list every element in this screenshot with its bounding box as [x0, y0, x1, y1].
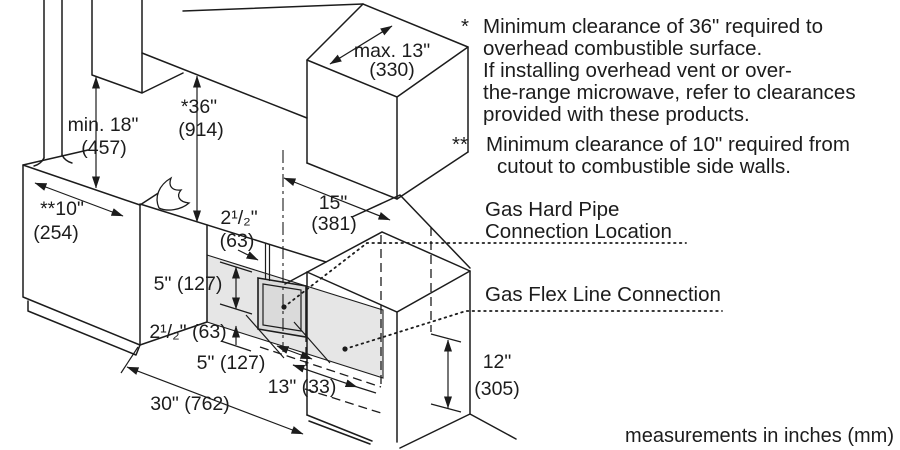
note-side-line1: Minimum clearance of 10" required from: [486, 133, 850, 156]
counter-level-line: [139, 203, 327, 263]
cabinet-outline: [22, 164, 141, 346]
label-centerline-to-pipe-mm: (63): [220, 230, 255, 252]
label-hard-pipe-line2: Connection Location: [485, 220, 672, 243]
label-connection-height-value: 12": [483, 351, 512, 373]
label-hard-pipe-line1: Gas Hard Pipe: [485, 198, 619, 221]
dim-cutout-to-side-arrow: [292, 364, 358, 388]
label-overhead-depth-value: max. 13": [354, 40, 430, 62]
label-upper-cabinet-value: min. 18": [68, 114, 139, 136]
dim-overhead-depth-arrow: [329, 25, 393, 65]
callout-labels: Gas Hard Pipe Connection Location Gas Fl…: [485, 198, 721, 306]
dim-cutout-height-ticks: [219, 261, 253, 315]
units-note: measurements in inches (mm): [625, 425, 894, 447]
dim-opening-width-arrow: [126, 366, 304, 435]
dim-connection-height-ticks: [430, 333, 462, 413]
label-upper-cabinet-mm: (457): [81, 137, 127, 159]
note-side-clearance: ** Minimum clearance of 10" required fro…: [452, 133, 850, 178]
label-side-clearance-mm: (254): [33, 222, 79, 244]
label-wall-to-cabinet-mm: (381): [311, 213, 357, 235]
dimension-arrows: [34, 25, 462, 435]
note-overhead-marker: *: [461, 15, 469, 38]
label-flex-line: Gas Flex Line Connection: [485, 283, 721, 306]
leader-hard-pipe: [281, 242, 687, 310]
label-overhead-depth-mm: (330): [369, 59, 415, 81]
counter-back-edge: [22, 149, 89, 166]
cabinet-front-edges: [91, 0, 184, 94]
label-connection-height-mm: (305): [474, 378, 520, 400]
dim-cutout-to-side-tail: [356, 386, 377, 394]
note-overhead-line4: the-range microwave, refer to clearances: [483, 81, 856, 104]
overhead-cabinet: [306, 3, 469, 200]
label-wall-to-cabinet-value: 15": [319, 192, 348, 214]
cabinet-vertical-edges: [306, 46, 469, 200]
soffit-bottom-edge: [141, 52, 308, 119]
left-wall-flue: [33, 0, 73, 167]
gas-cutout: [257, 243, 307, 338]
upper-left-cabinet: [91, 0, 184, 94]
hard-pipe-leader-line: [283, 242, 687, 308]
dim-cutout-width-arrow: [276, 345, 313, 360]
label-opening-width: 30" (762): [150, 393, 230, 415]
dim-side-clearance-arrow: [34, 182, 124, 217]
label-cutout-height: 5" (127): [154, 273, 223, 295]
dim-opening-width-witness: [120, 346, 139, 374]
toe-kick: [27, 300, 141, 356]
flex-line-leader-line: [344, 310, 723, 350]
cabinet-bottom-edges: [306, 151, 469, 200]
label-overhead-clearance-value: *36": [181, 96, 217, 118]
gas-pipe-stub: [264, 243, 271, 281]
flue-pipe-lines: [43, 0, 63, 159]
note-overhead-line2: overhead combustible surface.: [483, 37, 762, 60]
cabinet-bottom-edges: [306, 413, 517, 449]
wall-break-squiggle: [156, 176, 191, 211]
note-overhead-line5: provided with these products.: [483, 103, 750, 126]
soffit-top-edge: [182, 3, 364, 12]
dim-cutout-bottom-tick: [220, 340, 252, 352]
label-cutout-width: 5" (127): [197, 352, 266, 374]
cabinet-vertical-edges: [306, 270, 471, 443]
dimension-labels: max. 13" (330) min. 18" (457) *36" (914)…: [33, 40, 520, 415]
leader-flex-line: [342, 310, 723, 352]
overhead-soffit: [141, 3, 364, 119]
label-cutout-bottom-offset: 2¹/₂" (63): [149, 321, 226, 343]
note-overhead-line3: If installing overhead vent or over-: [483, 59, 792, 82]
right-base-cabinet: [284, 194, 517, 449]
label-cutout-to-side: 13" (33): [268, 376, 337, 398]
label-overhead-clearance-mm: (914): [178, 119, 224, 141]
label-centerline-to-pipe-value: 2¹/₂": [220, 207, 257, 229]
note-side-marker: **: [452, 133, 468, 156]
cutout-inner-frame: [262, 283, 302, 332]
note-side-line2: cutout to combustible side walls.: [497, 155, 791, 178]
side-wall-top-edges: [351, 194, 471, 269]
note-overhead-clearance: * Minimum clearance of 36" required to o…: [461, 15, 856, 126]
dim-wall-to-cabinet-arrow: [283, 177, 391, 221]
label-side-clearance-value: **10": [40, 198, 84, 220]
note-overhead-line1: Minimum clearance of 36" required to: [483, 15, 823, 38]
dim-cutout-width-witness-lines: [245, 314, 331, 364]
dim-centerline-to-pipe-leader: [237, 249, 259, 261]
side-bottom-edge: [139, 321, 208, 346]
